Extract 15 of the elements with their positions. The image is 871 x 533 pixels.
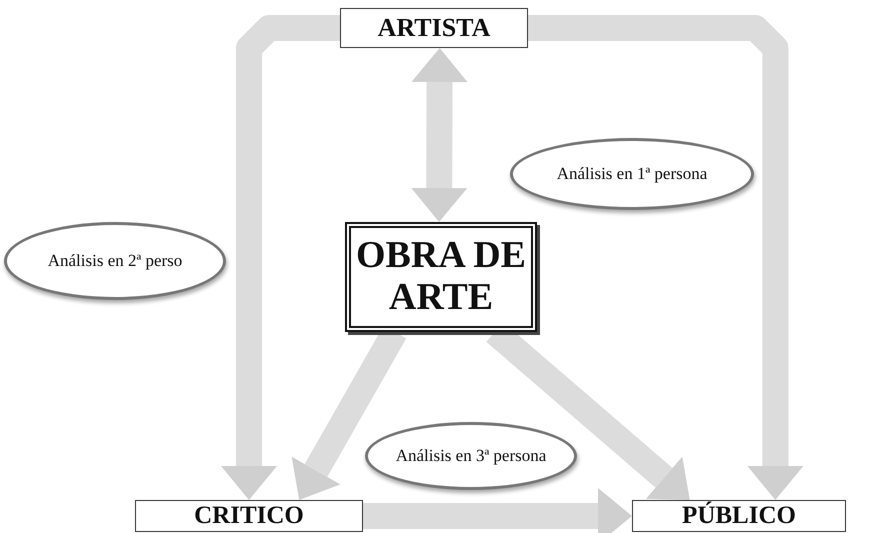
node-label: Análisis en 3ª persona bbox=[396, 446, 546, 466]
label-box bbox=[135, 500, 363, 532]
node-label: Análisis en 2ª perso bbox=[48, 252, 182, 270]
block-arrow bbox=[221, 15, 340, 500]
framed-box bbox=[345, 222, 537, 332]
block-arrow bbox=[363, 488, 632, 533]
node-label: Análisis en 1ª persona bbox=[556, 164, 708, 184]
label-box bbox=[340, 8, 528, 48]
node-label: ARTISTA bbox=[378, 14, 490, 42]
label-box bbox=[632, 500, 846, 532]
block-arrow bbox=[528, 15, 804, 500]
node-label: PÚBLICO bbox=[682, 502, 796, 530]
node-label: CRITICO bbox=[194, 502, 304, 530]
node-label: OBRA DE ARTE bbox=[355, 235, 527, 319]
block-arrow bbox=[411, 48, 468, 222]
